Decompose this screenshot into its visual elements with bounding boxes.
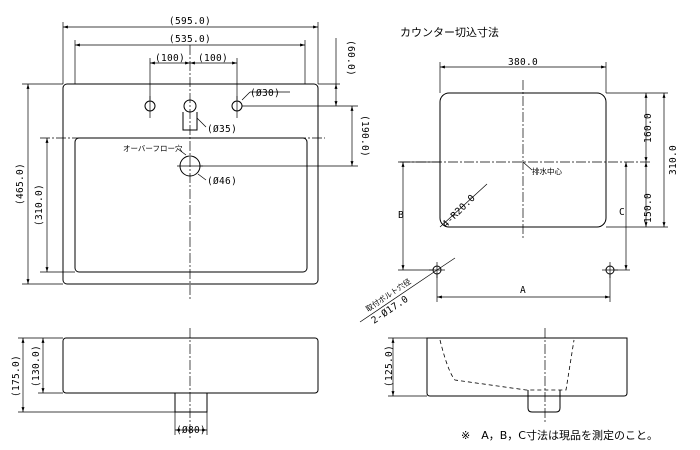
dim-60: (60.0) — [345, 40, 356, 76]
counter-cutout-view: カウンター切込寸法 380.0 160.0 150.0 310.0 排水中心 4… — [359, 25, 679, 326]
dim-465: (465.0) — [15, 163, 26, 205]
leader — [436, 257, 456, 271]
basin-outline — [62, 83, 319, 285]
dim-tap-left: (100) — [155, 53, 185, 64]
leader — [197, 173, 207, 181]
dim-C: C — [619, 207, 625, 218]
dim-130: (130.0) — [31, 345, 42, 387]
leader — [177, 148, 187, 156]
label-hole-35: (Ø35) — [207, 124, 237, 135]
section-basin-profile — [439, 339, 575, 391]
dim-125: (125.0) — [384, 345, 395, 387]
label-hole-30: (Ø30) — [250, 88, 280, 99]
dim-175: (175.0) — [11, 355, 22, 397]
side-view: (175.0) (130.0) (Ø80) — [11, 328, 319, 440]
label-drain-center: 排水中心 — [532, 166, 562, 176]
leader — [359, 269, 438, 323]
leader — [196, 117, 207, 128]
label-overflow: オーバーフロー穴 — [123, 143, 183, 153]
section-view: (125.0) — [384, 328, 628, 422]
measurement-note: ※ A，B，C寸法は現品を測定のこと。 — [461, 428, 658, 442]
side-body — [62, 337, 319, 394]
overflow-channel — [182, 112, 198, 131]
label-drain-46: (Ø46) — [207, 176, 237, 187]
leader — [439, 183, 488, 228]
label-radius: 4-R20.0 — [440, 193, 478, 231]
dim-B: B — [398, 210, 404, 221]
section-outline — [426, 337, 628, 397]
dim-190: (190.0) — [359, 115, 370, 157]
top-view: (595.0) (535.0) (100) (100) (60.0) (190.… — [15, 16, 370, 300]
drain-pipe — [174, 393, 208, 413]
cutout-title: カウンター切込寸法 — [400, 25, 499, 39]
dim-310: (310.0) — [34, 184, 45, 226]
dim-A: A — [520, 285, 526, 296]
bowl-outline — [74, 137, 308, 273]
dim-cut-310: 310.0 — [668, 145, 679, 175]
dim-cut-width: 380.0 — [508, 57, 538, 68]
dim-cut-150: 150.0 — [643, 193, 654, 223]
leader — [522, 161, 533, 171]
tap-hole-center — [183, 99, 197, 113]
dim-width-inner: (535.0) — [169, 34, 211, 45]
leader — [241, 91, 251, 101]
dim-width-total: (595.0) — [169, 16, 211, 27]
dim-tap-right: (100) — [198, 53, 228, 64]
section-drain — [527, 390, 561, 413]
dim-cut-160: 160.0 — [643, 113, 654, 143]
dim-drain-80: (Ø80) — [176, 425, 206, 436]
